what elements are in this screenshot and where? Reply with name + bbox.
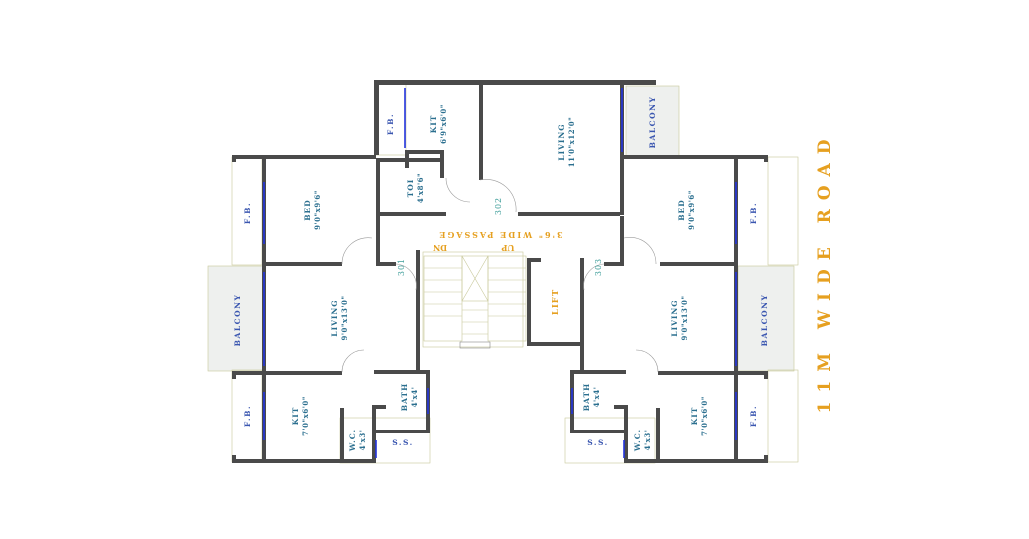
right-bed-dim: 9'0"x9'6" bbox=[687, 190, 696, 230]
top-living-name: LIVING bbox=[557, 123, 566, 160]
right-living-name: LIVING bbox=[670, 299, 679, 336]
windows bbox=[263, 88, 737, 458]
top-balcony-label: BALCONY bbox=[648, 96, 657, 149]
top-kit-dim: 6'9"x6'0" bbox=[439, 104, 448, 144]
left-living-dim: 9'0"x13'0" bbox=[340, 295, 349, 340]
left-bath-dim: 4'x4' bbox=[410, 387, 419, 408]
flat-302-label: 302 bbox=[494, 197, 503, 215]
right-kit-dim: 7'0"x6'0" bbox=[700, 396, 709, 436]
right-wc-dim: 4'x3' bbox=[643, 430, 652, 451]
left-wc-dim: 4'x3' bbox=[358, 430, 367, 451]
walls bbox=[232, 80, 768, 463]
left-bath-name: BATH bbox=[400, 383, 409, 411]
left-bed-name: BED bbox=[303, 199, 312, 221]
balcony-hatch bbox=[207, 85, 795, 372]
road-label: 11M WIDE ROAD bbox=[815, 131, 835, 414]
left-kit-name: KIT bbox=[291, 407, 300, 426]
left-fb-kit-label: F.B. bbox=[243, 405, 252, 427]
right-living-dim: 9'0"x13'0" bbox=[680, 295, 689, 340]
top-toi-name: TOI bbox=[406, 179, 415, 198]
top-toi-dim: 4'x8'6" bbox=[416, 173, 425, 203]
top-kit-name: KIT bbox=[429, 115, 438, 134]
staircase bbox=[423, 255, 527, 349]
guide-lines bbox=[231, 82, 799, 464]
stairs-down-label: DN bbox=[433, 243, 447, 253]
right-fb-kit-label: F.B. bbox=[749, 405, 758, 427]
left-wc-name: W.C. bbox=[348, 429, 357, 452]
left-fb-bed-label: F.B. bbox=[243, 202, 252, 224]
flat-303-label: 303 bbox=[594, 258, 603, 276]
right-fb-bed-label: F.B. bbox=[749, 202, 758, 224]
lift-label: LIFT bbox=[551, 289, 561, 315]
left-ss-label: S.S. bbox=[392, 438, 414, 447]
right-bath-name: BATH bbox=[582, 383, 591, 411]
left-balcony-label: BALCONY bbox=[233, 294, 242, 347]
right-wc-name: W.C. bbox=[633, 429, 642, 452]
right-bath-dim: 4'x4' bbox=[592, 387, 601, 408]
left-living-name: LIVING bbox=[330, 299, 339, 336]
door-swings bbox=[341, 177, 659, 373]
right-balcony-label: BALCONY bbox=[760, 294, 769, 347]
stairs-up-label: UP bbox=[502, 243, 515, 253]
top-living-dim: 11'0"x12'0" bbox=[567, 117, 576, 167]
left-bed-dim: 9'0"x9'6" bbox=[313, 190, 322, 230]
right-bed-name: BED bbox=[677, 199, 686, 221]
right-kit-name: KIT bbox=[690, 407, 699, 426]
passage-label: 3'6" WIDE PASSAGE bbox=[437, 230, 562, 240]
left-kit-dim: 7'0"x6'0" bbox=[301, 396, 310, 436]
right-ss-label: S.S. bbox=[587, 438, 609, 447]
flat-301-label: 301 bbox=[397, 258, 406, 276]
top-fb-label: F.B. bbox=[386, 113, 395, 135]
